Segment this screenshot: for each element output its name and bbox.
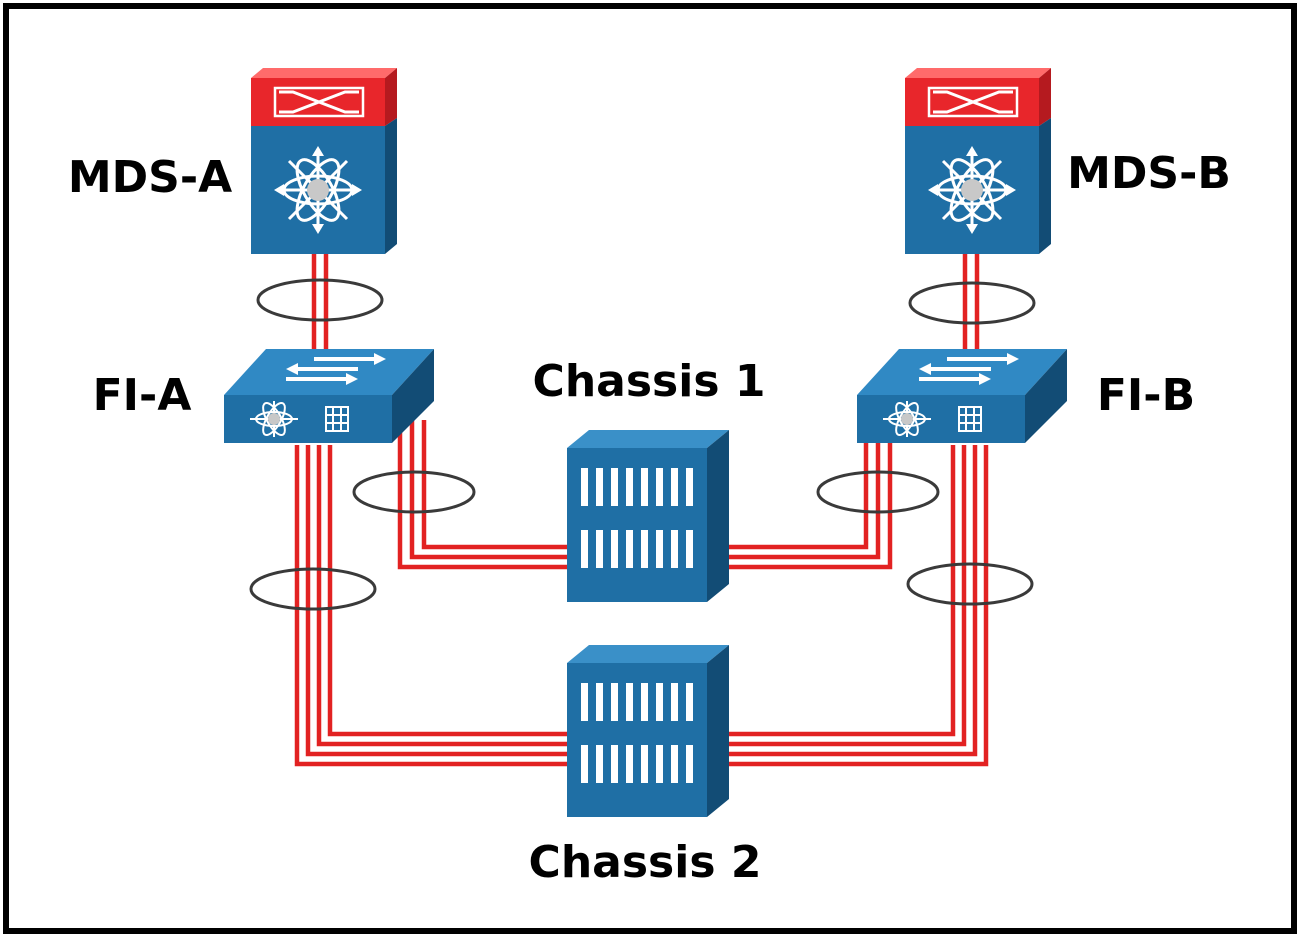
fabric-interconnect-icon — [856, 348, 1068, 444]
chassis-1 — [567, 430, 729, 602]
fi-b-fabric-interconnect — [856, 348, 1068, 444]
port-channel-ring-fi-a-chassis-1 — [352, 470, 476, 514]
label-chassis-1: Chassis 1 — [533, 356, 766, 407]
link-mds-a-fi-a — [311, 250, 329, 350]
link-fi-b-chassis-1 — [726, 440, 893, 570]
label-chassis-2: Chassis 2 — [529, 837, 762, 888]
link-fi-b-chassis-2 — [726, 445, 989, 767]
port-channel-ring-fi-a-chassis-2 — [249, 567, 377, 611]
blade-chassis-icon — [567, 645, 729, 817]
mds-multilayer-director-icon — [903, 66, 1053, 256]
fabric-interconnect-icon — [223, 348, 435, 444]
port-channel-rings — [249, 278, 1036, 611]
link-fi-a-chassis-2 — [294, 445, 575, 767]
mds-a-switch — [249, 66, 399, 256]
label-mds-a: MDS-A — [68, 152, 232, 203]
label-mds-b: MDS-B — [1067, 148, 1231, 199]
mds-b-switch — [903, 66, 1053, 256]
port-channel-ring-fi-b-chassis-1 — [816, 470, 940, 514]
label-fi-b: FI-B — [1097, 370, 1195, 421]
blade-chassis-icon — [567, 430, 729, 602]
port-channel-ring-mds-a — [256, 278, 384, 322]
port-channel-ring-fi-b-chassis-2 — [906, 562, 1034, 606]
label-fi-a: FI-A — [93, 370, 192, 421]
mds-multilayer-director-icon — [249, 66, 399, 256]
links — [294, 250, 989, 767]
link-mds-b-fi-b — [962, 252, 980, 350]
fi-a-fabric-interconnect — [223, 348, 435, 444]
port-channel-ring-mds-b — [908, 281, 1036, 325]
chassis-2 — [567, 645, 729, 817]
link-fi-a-chassis-1 — [397, 420, 575, 570]
